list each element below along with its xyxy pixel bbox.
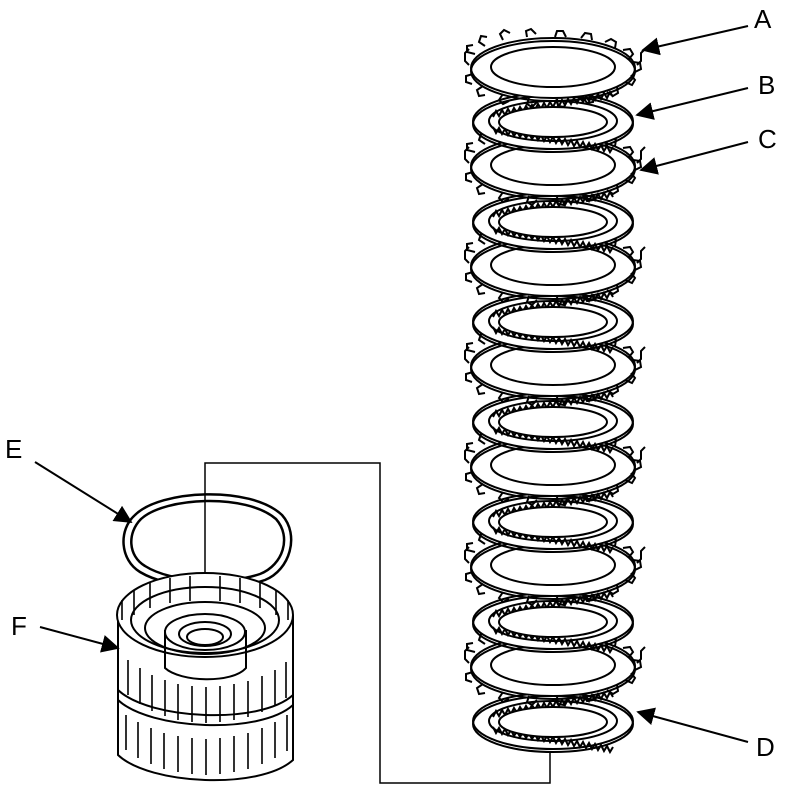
connector-bracket [204,462,551,784]
friction-plate [472,691,634,753]
callout-a: A [754,4,772,34]
clutch-plate-stack [464,28,646,753]
callout-b: B [758,70,775,100]
callout-e: E [5,434,22,464]
clutch-hub [116,572,294,782]
arrow-icon [635,87,749,120]
friction-plate [472,591,634,653]
friction-plate [472,191,634,253]
arrow-icon [34,461,133,523]
leader-arrows [34,25,749,743]
arrow-icon [641,25,749,56]
snap-ring [122,493,293,589]
friction-plate [472,291,634,353]
friction-plate [472,491,634,553]
arrow-icon [39,626,120,653]
callout-f: F [11,611,27,641]
callout-d: D [756,732,775,762]
arrow-icon [636,707,749,743]
callout-c: C [758,124,777,154]
steel-plate [464,28,646,108]
arrow-icon [639,141,749,175]
friction-plate [472,391,634,453]
